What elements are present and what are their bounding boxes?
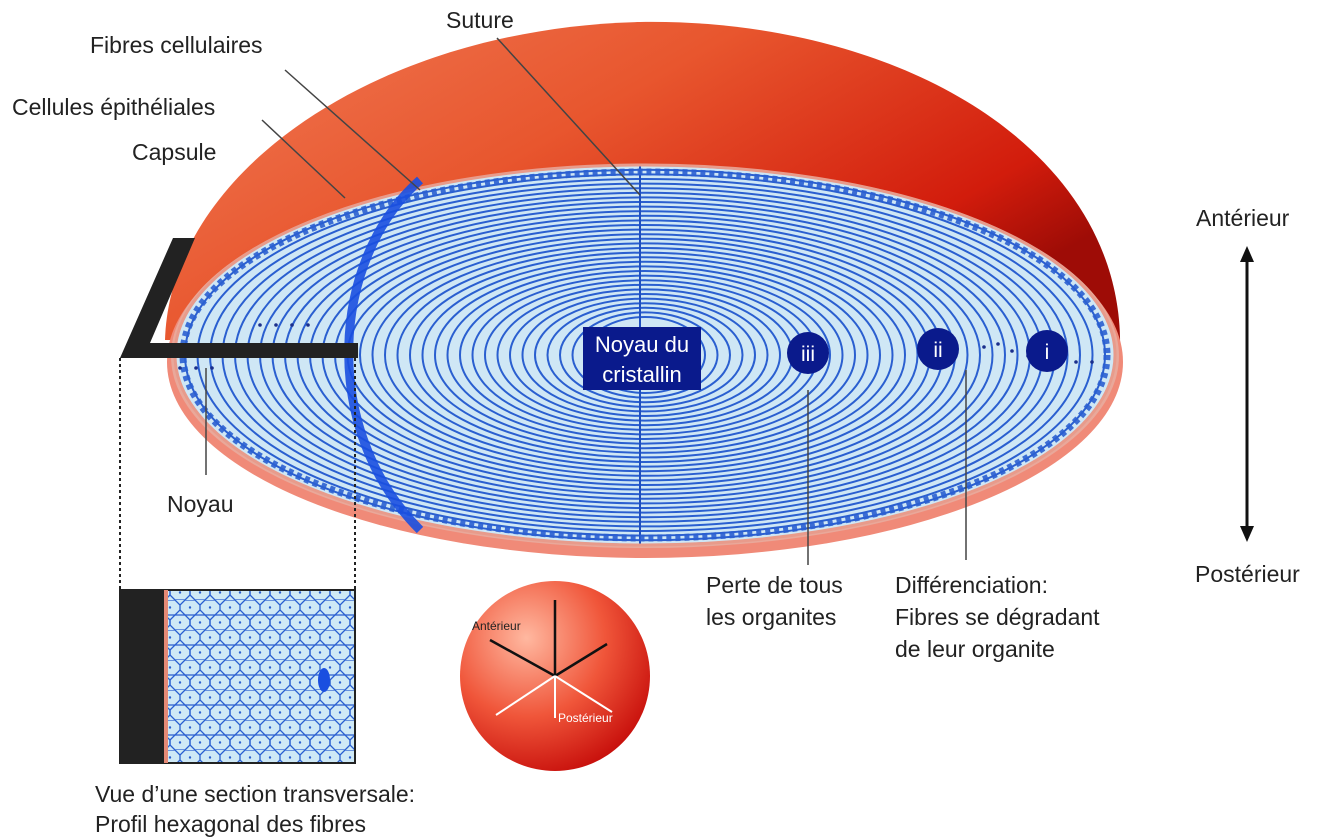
- epithelial-layer: [179, 168, 1111, 542]
- axis-arrow: [1240, 246, 1254, 542]
- sphere-posterior-label: Postérieur: [558, 711, 613, 725]
- fibre-ring: [559, 306, 731, 404]
- lens-nucleus-label-2: cristallin: [602, 362, 681, 387]
- fibre-ring: [421, 256, 869, 454]
- differentiation-label-3: de leur organite: [895, 636, 1055, 662]
- section-marker: [120, 238, 358, 358]
- fibre-ring: [521, 293, 769, 417]
- axis-posterior-label: Postérieur: [1195, 561, 1300, 587]
- stage-i-badge: [1026, 330, 1068, 372]
- fibre-ring: [409, 251, 881, 459]
- fibre-ring: [396, 247, 894, 463]
- fibre-ring: [434, 260, 856, 450]
- stage-iii-badge: [787, 332, 829, 374]
- suture-sphere: Antérieur Postérieur: [460, 581, 650, 771]
- fibre-ring: [371, 237, 919, 473]
- lens-nucleus-box: [583, 327, 701, 390]
- cross-section-label-1: Vue d’une section transversale:: [95, 781, 415, 807]
- fibre-ring: [546, 302, 744, 408]
- capsule-label: Capsule: [132, 139, 216, 165]
- leader-lines: [205, 37, 967, 565]
- fibre-ring: [534, 297, 756, 413]
- fibre-ring: [384, 242, 906, 468]
- axis-anterior-label: Antérieur: [1196, 205, 1290, 231]
- cell-fibres-label: Fibres cellulaires: [90, 32, 263, 58]
- stage-iii-label: iii: [801, 343, 815, 366]
- stage-i-label: i: [1045, 341, 1050, 364]
- epithelial-cells-label: Cellules épithéliales: [12, 94, 215, 120]
- cross-section-inset: [119, 589, 356, 764]
- lens-nucleus-label-1: Noyau du: [595, 332, 689, 357]
- fibre-ring: [571, 311, 719, 399]
- differentiation-label-1: Différenciation:: [895, 572, 1048, 598]
- fibre-ring: [446, 265, 844, 445]
- cross-section-label-2: Profil hexagonal des fibres: [95, 811, 366, 837]
- organelle-loss-label-2: les organites: [706, 604, 836, 630]
- nucleus-label: Noyau: [167, 491, 233, 517]
- stage-ii-badge: [917, 328, 959, 370]
- sphere-anterior-label: Antérieur: [472, 619, 521, 633]
- fibre-ring: [459, 270, 831, 440]
- stage-ii-label: ii: [933, 339, 942, 362]
- suture-label: Suture: [446, 7, 514, 33]
- differentiation-label-2: Fibres se dégradant: [895, 604, 1100, 630]
- fibre-ring: [509, 288, 781, 422]
- organelle-loss-label-1: Perte de tous: [706, 572, 843, 598]
